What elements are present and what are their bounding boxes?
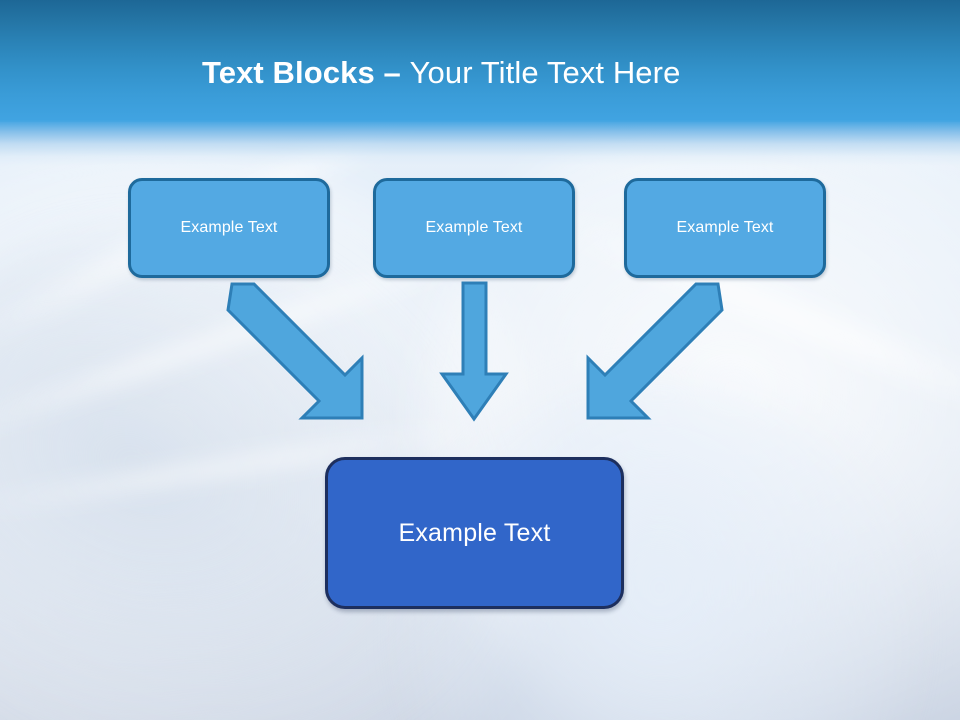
arrow-down-right-icon xyxy=(226,282,364,420)
page-title-light: Your Title Text Here xyxy=(409,55,681,90)
arrow-down-icon xyxy=(439,281,509,422)
text-block-1-label: Example Text xyxy=(180,219,278,236)
page-title: Text Blocks – Your Title Text Here xyxy=(202,54,680,92)
text-block-2[interactable]: Example Text xyxy=(373,178,575,278)
header-band xyxy=(0,0,960,122)
text-block-2-label: Example Text xyxy=(425,219,523,236)
result-text-block[interactable]: Example Text xyxy=(325,457,624,609)
arrow-down-left-icon xyxy=(586,282,724,420)
header-fade xyxy=(0,120,960,172)
text-block-3[interactable]: Example Text xyxy=(624,178,826,278)
page-title-separator: – xyxy=(383,55,410,90)
text-block-1[interactable]: Example Text xyxy=(128,178,330,278)
result-text-block-label: Example Text xyxy=(398,519,551,547)
text-block-3-label: Example Text xyxy=(676,219,774,236)
page-title-strong: Text Blocks xyxy=(202,55,384,90)
